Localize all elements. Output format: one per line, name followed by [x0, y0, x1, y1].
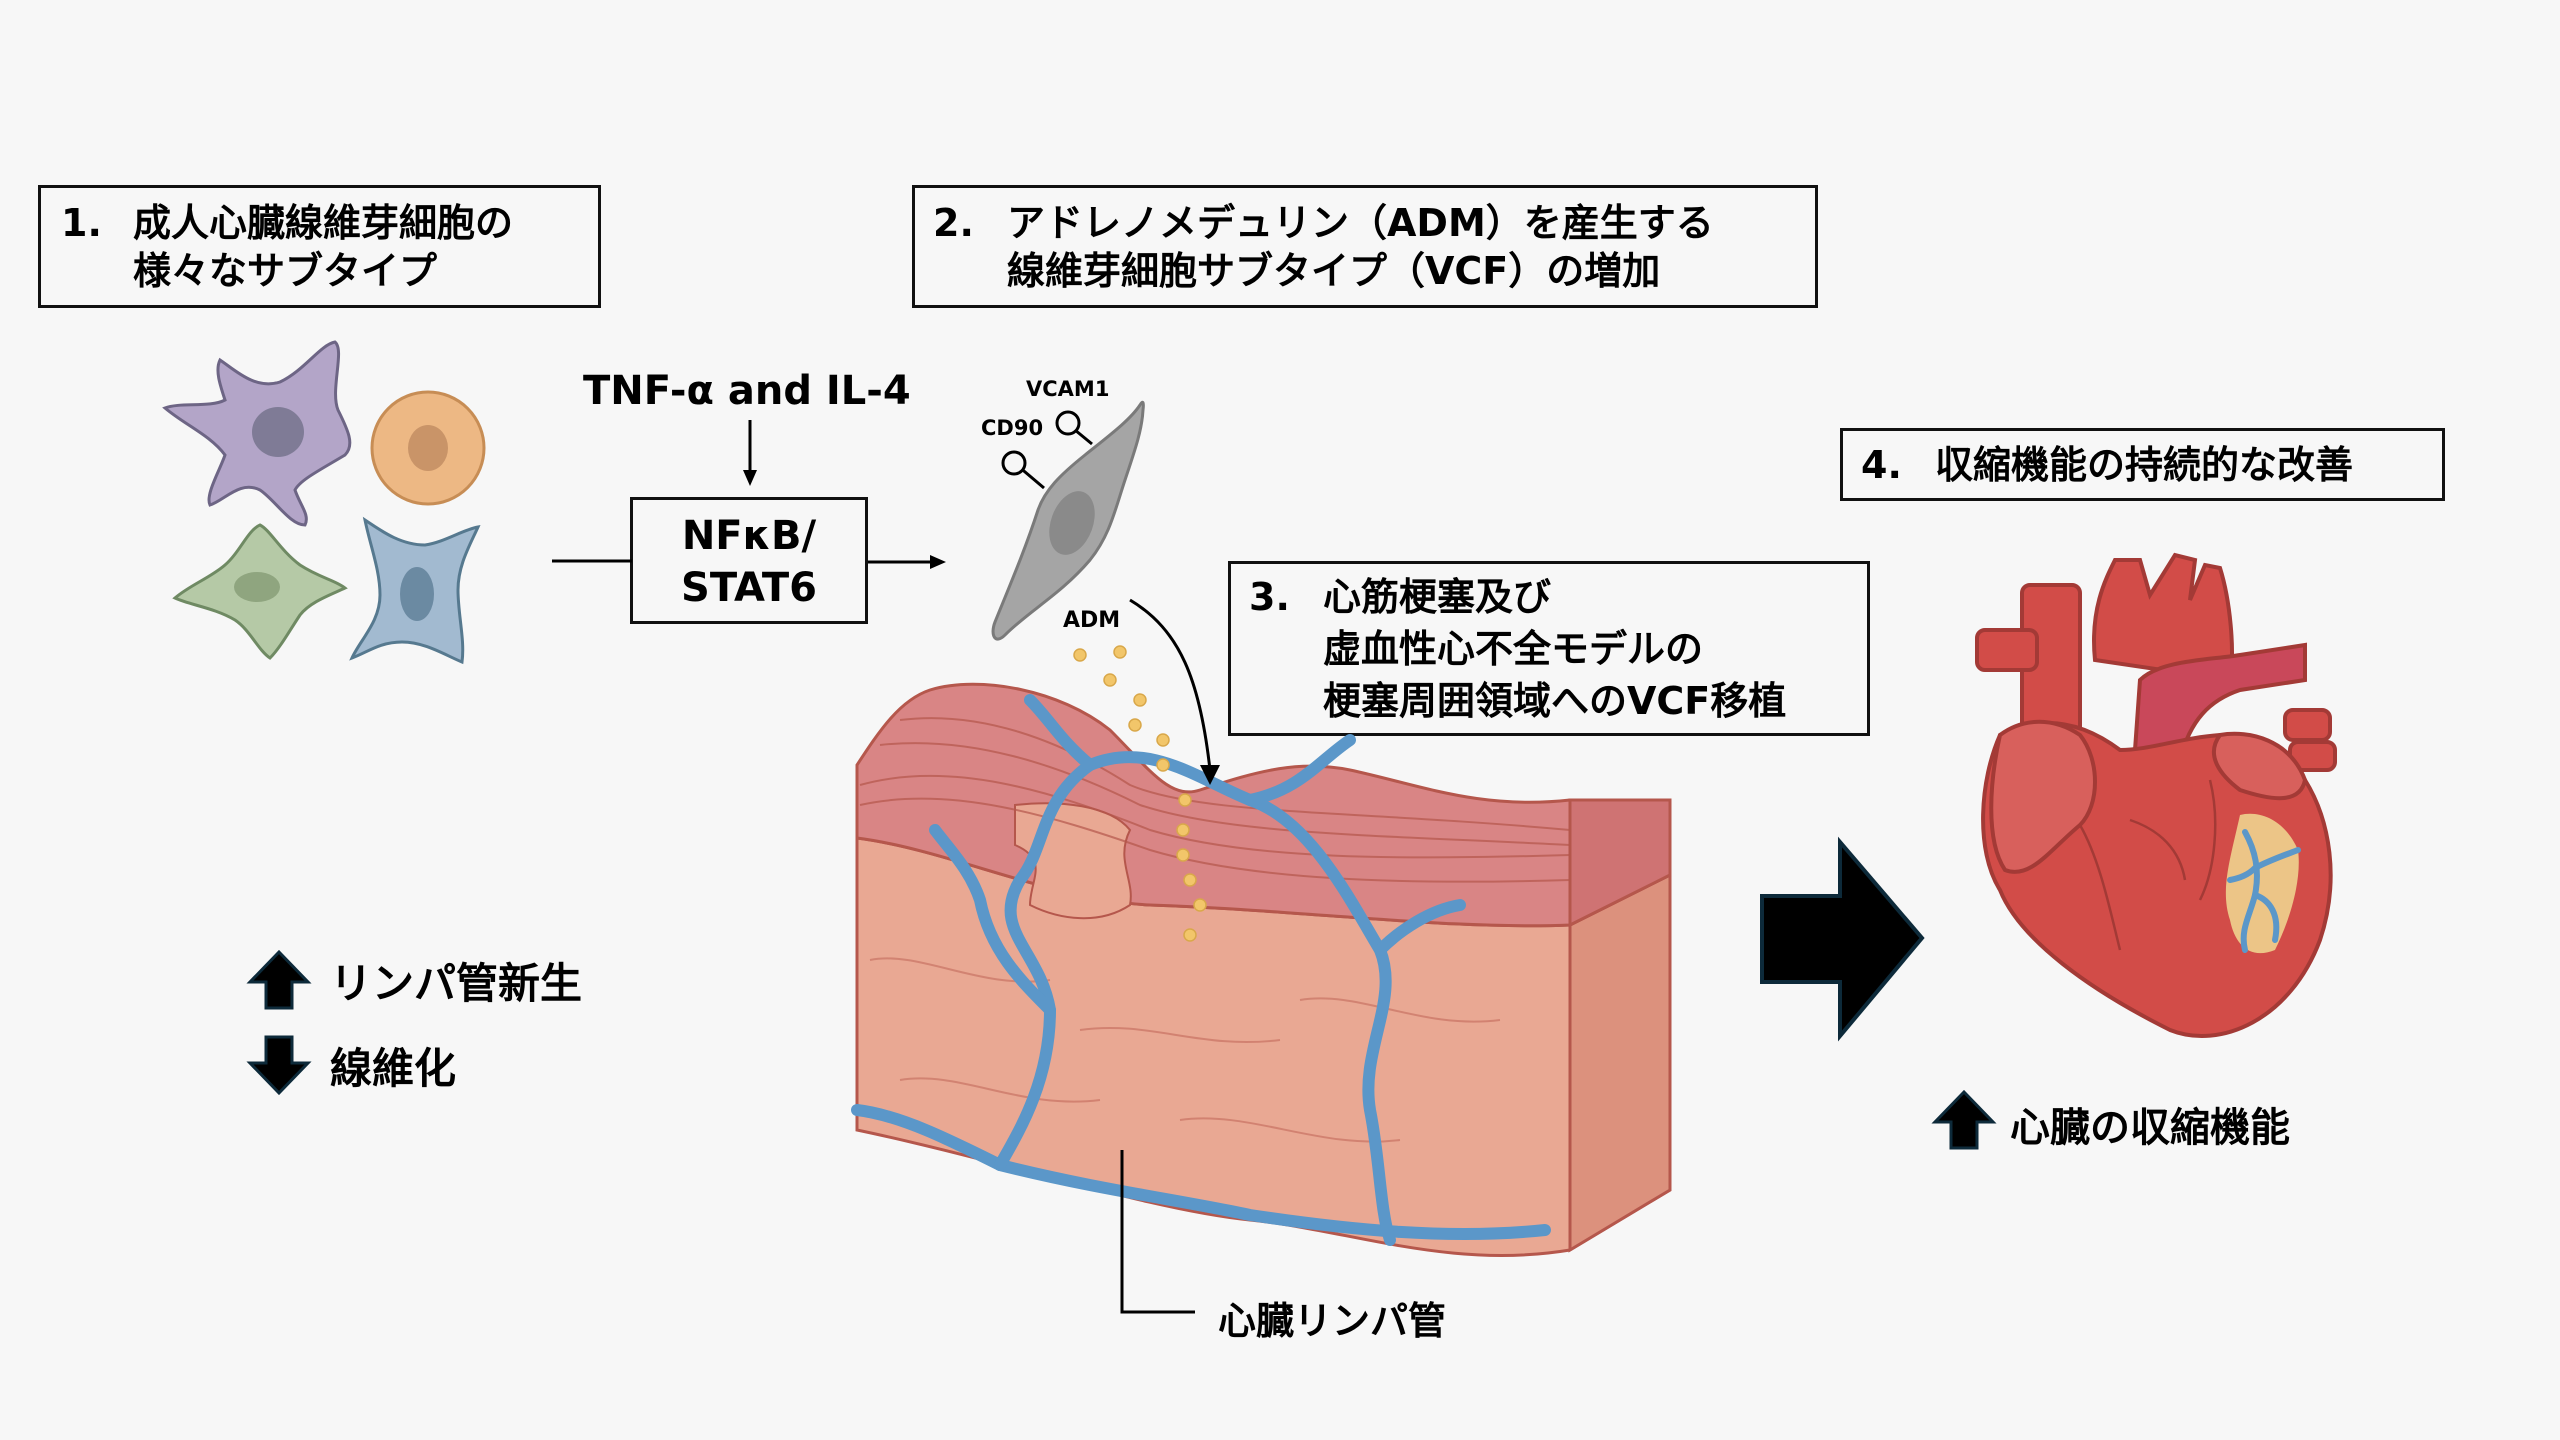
step-1-line-1: 成人心臓線維芽細胞の	[133, 201, 514, 245]
signal-box-line-2: STAT6	[681, 565, 817, 611]
coronary-vessels	[2078, 779, 2217, 951]
fibroblast-subtypes-illustration	[162, 340, 486, 665]
orange-cell-nucleus	[408, 425, 448, 471]
step-2-line-2: 線維芽細胞サブタイプ（VCF）の増加	[1007, 249, 1661, 293]
step-3-line-3: 梗塞周囲領域へのVCF移植	[1323, 679, 1787, 723]
step-3-line-1: 心筋梗塞及び	[1323, 575, 1552, 619]
aortic-arch	[2092, 552, 2234, 683]
signal-box: NFκB/ STAT6	[630, 497, 868, 624]
input-line	[552, 559, 632, 563]
output-arrow	[868, 555, 946, 569]
adm-secretion-arrow	[1129, 598, 1212, 771]
effect-fibrosis: 線維化	[330, 1044, 457, 1093]
step-3-box: 3. 心筋梗塞及び 虚血性心不全モデルの 梗塞周囲領域へのVCF移植	[1228, 561, 1870, 736]
step-4-box: 4. 収縮機能の持続的な改善	[1840, 428, 2445, 501]
big-right-arrow-icon	[1760, 836, 1925, 1042]
green-cell-nucleus	[234, 572, 280, 602]
cd90-receptor-icon	[1001, 450, 1027, 476]
pulmonary-vein-right	[2283, 708, 2332, 742]
step-1-box: 1. 成人心臓線維芽細胞の 様々なサブタイプ	[38, 185, 601, 308]
left-atrium	[2212, 731, 2308, 801]
lymphatic-vessels	[851, 694, 1551, 1246]
step-2-box: 2. アドレノメデュリン（ADM）を産生する 線維芽細胞サブタイプ（VCF）の増…	[912, 185, 1818, 308]
heart-illustration	[1975, 552, 2337, 1038]
stimulus-label: TNF-α and IL-4	[583, 368, 911, 414]
effect-lymphangiogenesis: リンパ管新生	[330, 959, 583, 1008]
muscle-fibers	[859, 717, 1571, 883]
outcome-label: 心臓の収縮機能	[2010, 1105, 2290, 1151]
step-2-number: 2.	[933, 201, 974, 245]
vcf-cell-illustration	[991, 400, 1145, 641]
cardiac-lymphatic-label: 心臓リンパ管	[1218, 1299, 1447, 1343]
step-4-line-1: 収縮機能の持続的な改善	[1935, 443, 2354, 487]
step-1-line-2: 様々なサブタイプ	[133, 249, 438, 293]
stimulus-arrow	[743, 420, 757, 486]
infarct-scar	[2225, 813, 2299, 954]
muscle-right-face	[1568, 798, 1672, 928]
adm-label: ADM	[1063, 608, 1121, 633]
heart-lymphatics	[2227, 829, 2301, 953]
adm-particles	[1073, 645, 1207, 942]
purple-cell-nucleus	[252, 407, 304, 457]
cd90-label: CD90	[981, 416, 1044, 440]
tissue-right-face-lower	[1568, 872, 1672, 1253]
step-1-number: 1.	[61, 201, 102, 245]
vcf-cell-nucleus	[1049, 491, 1095, 555]
step-3-number: 3.	[1249, 575, 1290, 619]
step-2-line-1: アドレノメデュリン（ADM）を産生する	[1007, 201, 1714, 245]
step-3-line-2: 虚血性心不全モデルの	[1323, 627, 1704, 671]
vcam1-receptor-icon	[1055, 410, 1081, 436]
pulmonary-vein-left	[1975, 628, 2039, 672]
vcam1-label: VCAM1	[1026, 377, 1110, 401]
down-arrow-icon	[246, 1035, 312, 1096]
blue-cell-nucleus	[400, 567, 434, 621]
lymph-label-leader-line	[1120, 1150, 1195, 1314]
signal-box-line-1: NFκB/	[681, 513, 817, 559]
myocardium-tissue-illustration	[851, 598, 1672, 1314]
outcome-up-arrow-icon	[1931, 1089, 1997, 1150]
step-4-number: 4.	[1861, 443, 1902, 487]
up-arrow-icon	[246, 949, 312, 1010]
